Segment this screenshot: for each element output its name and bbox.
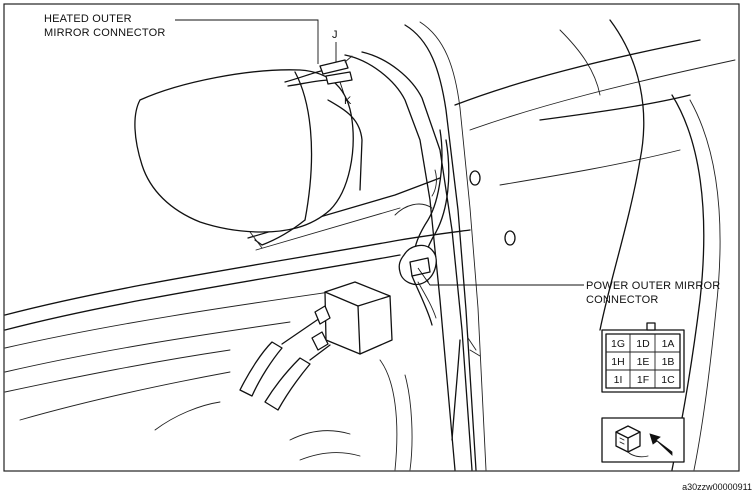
pin-1g: 1G [611,338,625,350]
connector-view-direction-icon [601,417,685,463]
j-callout: J [332,29,338,62]
mirror-body [134,69,363,249]
power-connector-callout: POWER OUTER MIRROR CONNECTOR [417,267,720,306]
view-arrow-icon [649,433,673,456]
pin-1d: 1D [636,338,650,350]
heated-connector-label-line2: MIRROR CONNECTOR [44,27,166,39]
diagram-frame [3,3,740,472]
pin-1i: 1I [614,374,623,386]
heated-connector-callout: HEATED OUTER MIRROR CONNECTOR [44,13,319,64]
heated-connector-harness [284,55,353,87]
pin-1c: 1C [661,374,675,386]
pin-1h: 1H [611,356,624,368]
pin-1b: 1B [662,356,675,368]
pin-1a: 1A [662,338,675,350]
pin-1f: 1F [637,374,649,386]
connector-pinout: 1G 1D 1A 1H 1E 1B 1I 1F 1C [601,322,685,393]
label-k: K [344,95,352,107]
label-j: J [332,29,338,41]
heated-connector-label-line1: HEATED OUTER [44,13,132,25]
door-outline [4,19,736,471]
figure-code: a30zzw00000911 [682,482,752,492]
k-callout: K [339,81,352,107]
power-connector-label-line2: CONNECTOR [586,294,659,306]
power-connector-label-line1: POWER OUTER MIRROR [586,280,720,292]
pin-1e: 1E [637,356,650,368]
door-internals [154,129,481,471]
